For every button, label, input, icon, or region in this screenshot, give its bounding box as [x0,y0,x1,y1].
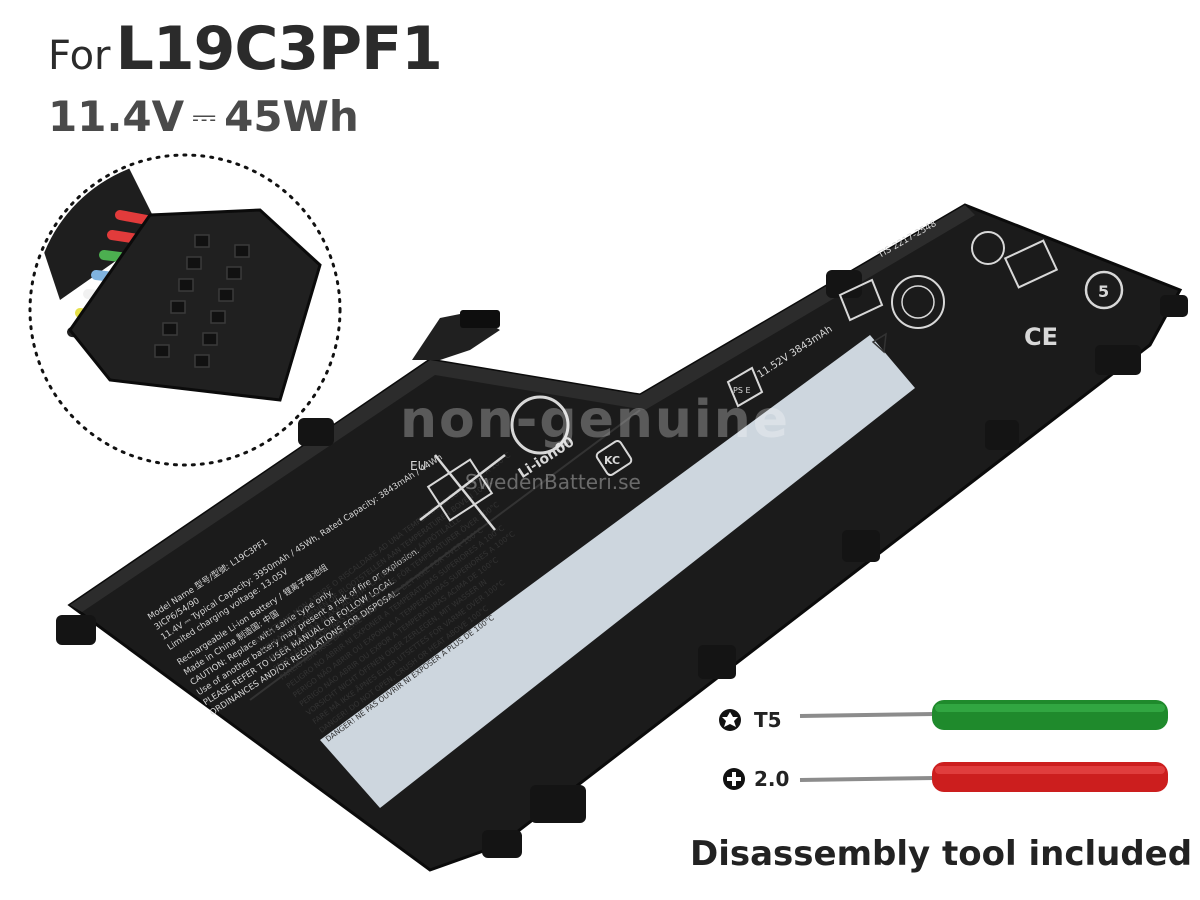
ce-mark: CE [1024,323,1058,351]
pse-text: PS E [733,386,751,395]
pse-mark-icon: PS E [726,366,764,408]
svg-text:5: 5 [1098,282,1109,301]
spec-voltage: 11.4V [48,92,185,141]
battery-pack [56,203,1188,872]
dc-symbol-icon: ⎓ [192,100,217,135]
certification-icon: 5 [838,231,1124,322]
caption-text: Disassembly tool included [690,834,1193,874]
tool-label-t5: T5 [754,708,782,732]
spec-energy: 45Wh [224,92,359,141]
watermark-main: non-genuine [400,390,790,450]
eu-text: EU [410,459,426,473]
tool-label-2-0: 2.0 [754,767,790,791]
product-heading: For L19C3PF1 [48,14,443,84]
torx-icon [719,709,741,731]
connector-zoom-inset [28,153,342,467]
kc-mark-icon: KC [595,440,633,476]
kc-text: KC [604,454,620,467]
phillips-screwdriver [799,762,1168,792]
watermark-sub: SwedenBatteri.se [465,470,641,494]
heading-prefix: For [48,33,111,79]
ul-mark-icon [891,275,945,329]
crossed-bin-icon: EU [410,454,506,531]
heading-model: L19C3PF1 [115,14,443,84]
warning-label-panel [320,335,915,808]
torx-screwdriver [799,700,1168,730]
product-spec: 11.4V⎓45Wh [48,92,359,141]
phillips-icon [723,768,745,790]
warning-triangle-icon [871,332,887,354]
